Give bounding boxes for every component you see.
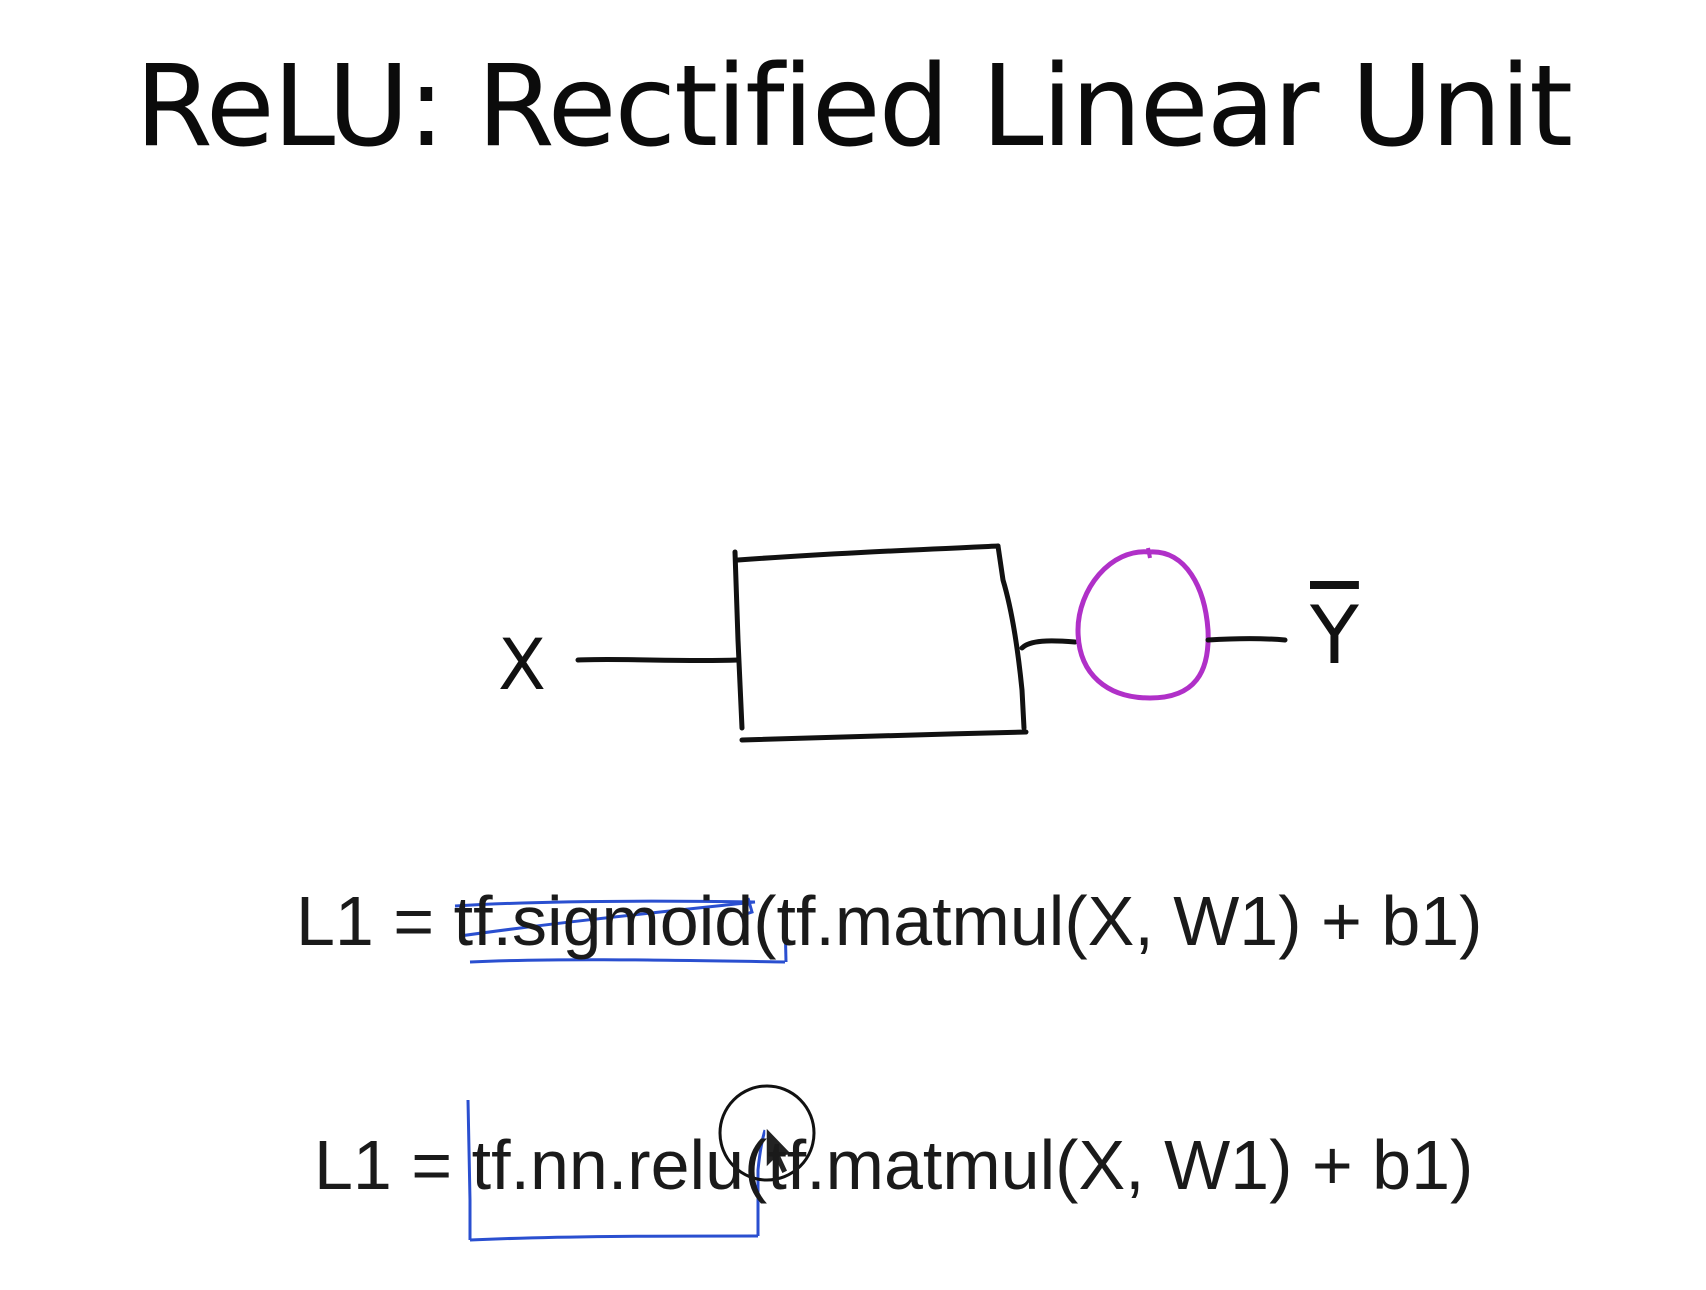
code-lhs: L1 = — [296, 882, 454, 960]
blue-underline-bottom — [469, 958, 786, 964]
code-lhs: L1 = — [314, 1126, 472, 1204]
input-line — [575, 656, 741, 664]
slide-title: ReLU: Rectified Linear Unit — [135, 42, 1573, 172]
output-line — [1205, 636, 1288, 643]
blue-box-bottom — [469, 1234, 759, 1242]
output-label-y-bar: Y — [1310, 589, 1359, 682]
struck-sigmoid-call: tf.sigmoid — [453, 882, 754, 960]
code-rest: (tf.matmul(X, W1) + b1) — [753, 882, 1483, 960]
activation-circle-mark — [1146, 547, 1152, 559]
boxed-relu-call: tf.nn.relu — [471, 1126, 745, 1204]
box-to-activation-line — [1019, 638, 1078, 651]
code-line-sigmoid: L1 = tf.sigmoid(tf.matmul(X, W1) + b1) — [296, 886, 1483, 956]
box-top-edge — [735, 543, 1001, 563]
blue-box-right — [756, 1129, 767, 1236]
code-line-relu: L1 = tf.nn.relu(tf.matmul(X, W1) + b1) — [314, 1130, 1473, 1200]
code-rest: (tf.matmul(X, W1) + b1) — [744, 1126, 1474, 1204]
blue-strike-line — [459, 900, 756, 938]
box-bottom-edge — [739, 729, 1029, 743]
blue-underline-top — [454, 899, 756, 908]
mouse-cursor-icon — [718, 1084, 816, 1182]
box-left-edge — [732, 549, 745, 731]
input-label-x: X — [498, 624, 546, 706]
blue-strike-hook — [739, 897, 754, 918]
blue-underline-right-tick — [783, 917, 788, 963]
blue-box-left — [466, 1099, 472, 1240]
box-right-edge — [995, 543, 1027, 731]
activation-circle — [1075, 549, 1211, 701]
